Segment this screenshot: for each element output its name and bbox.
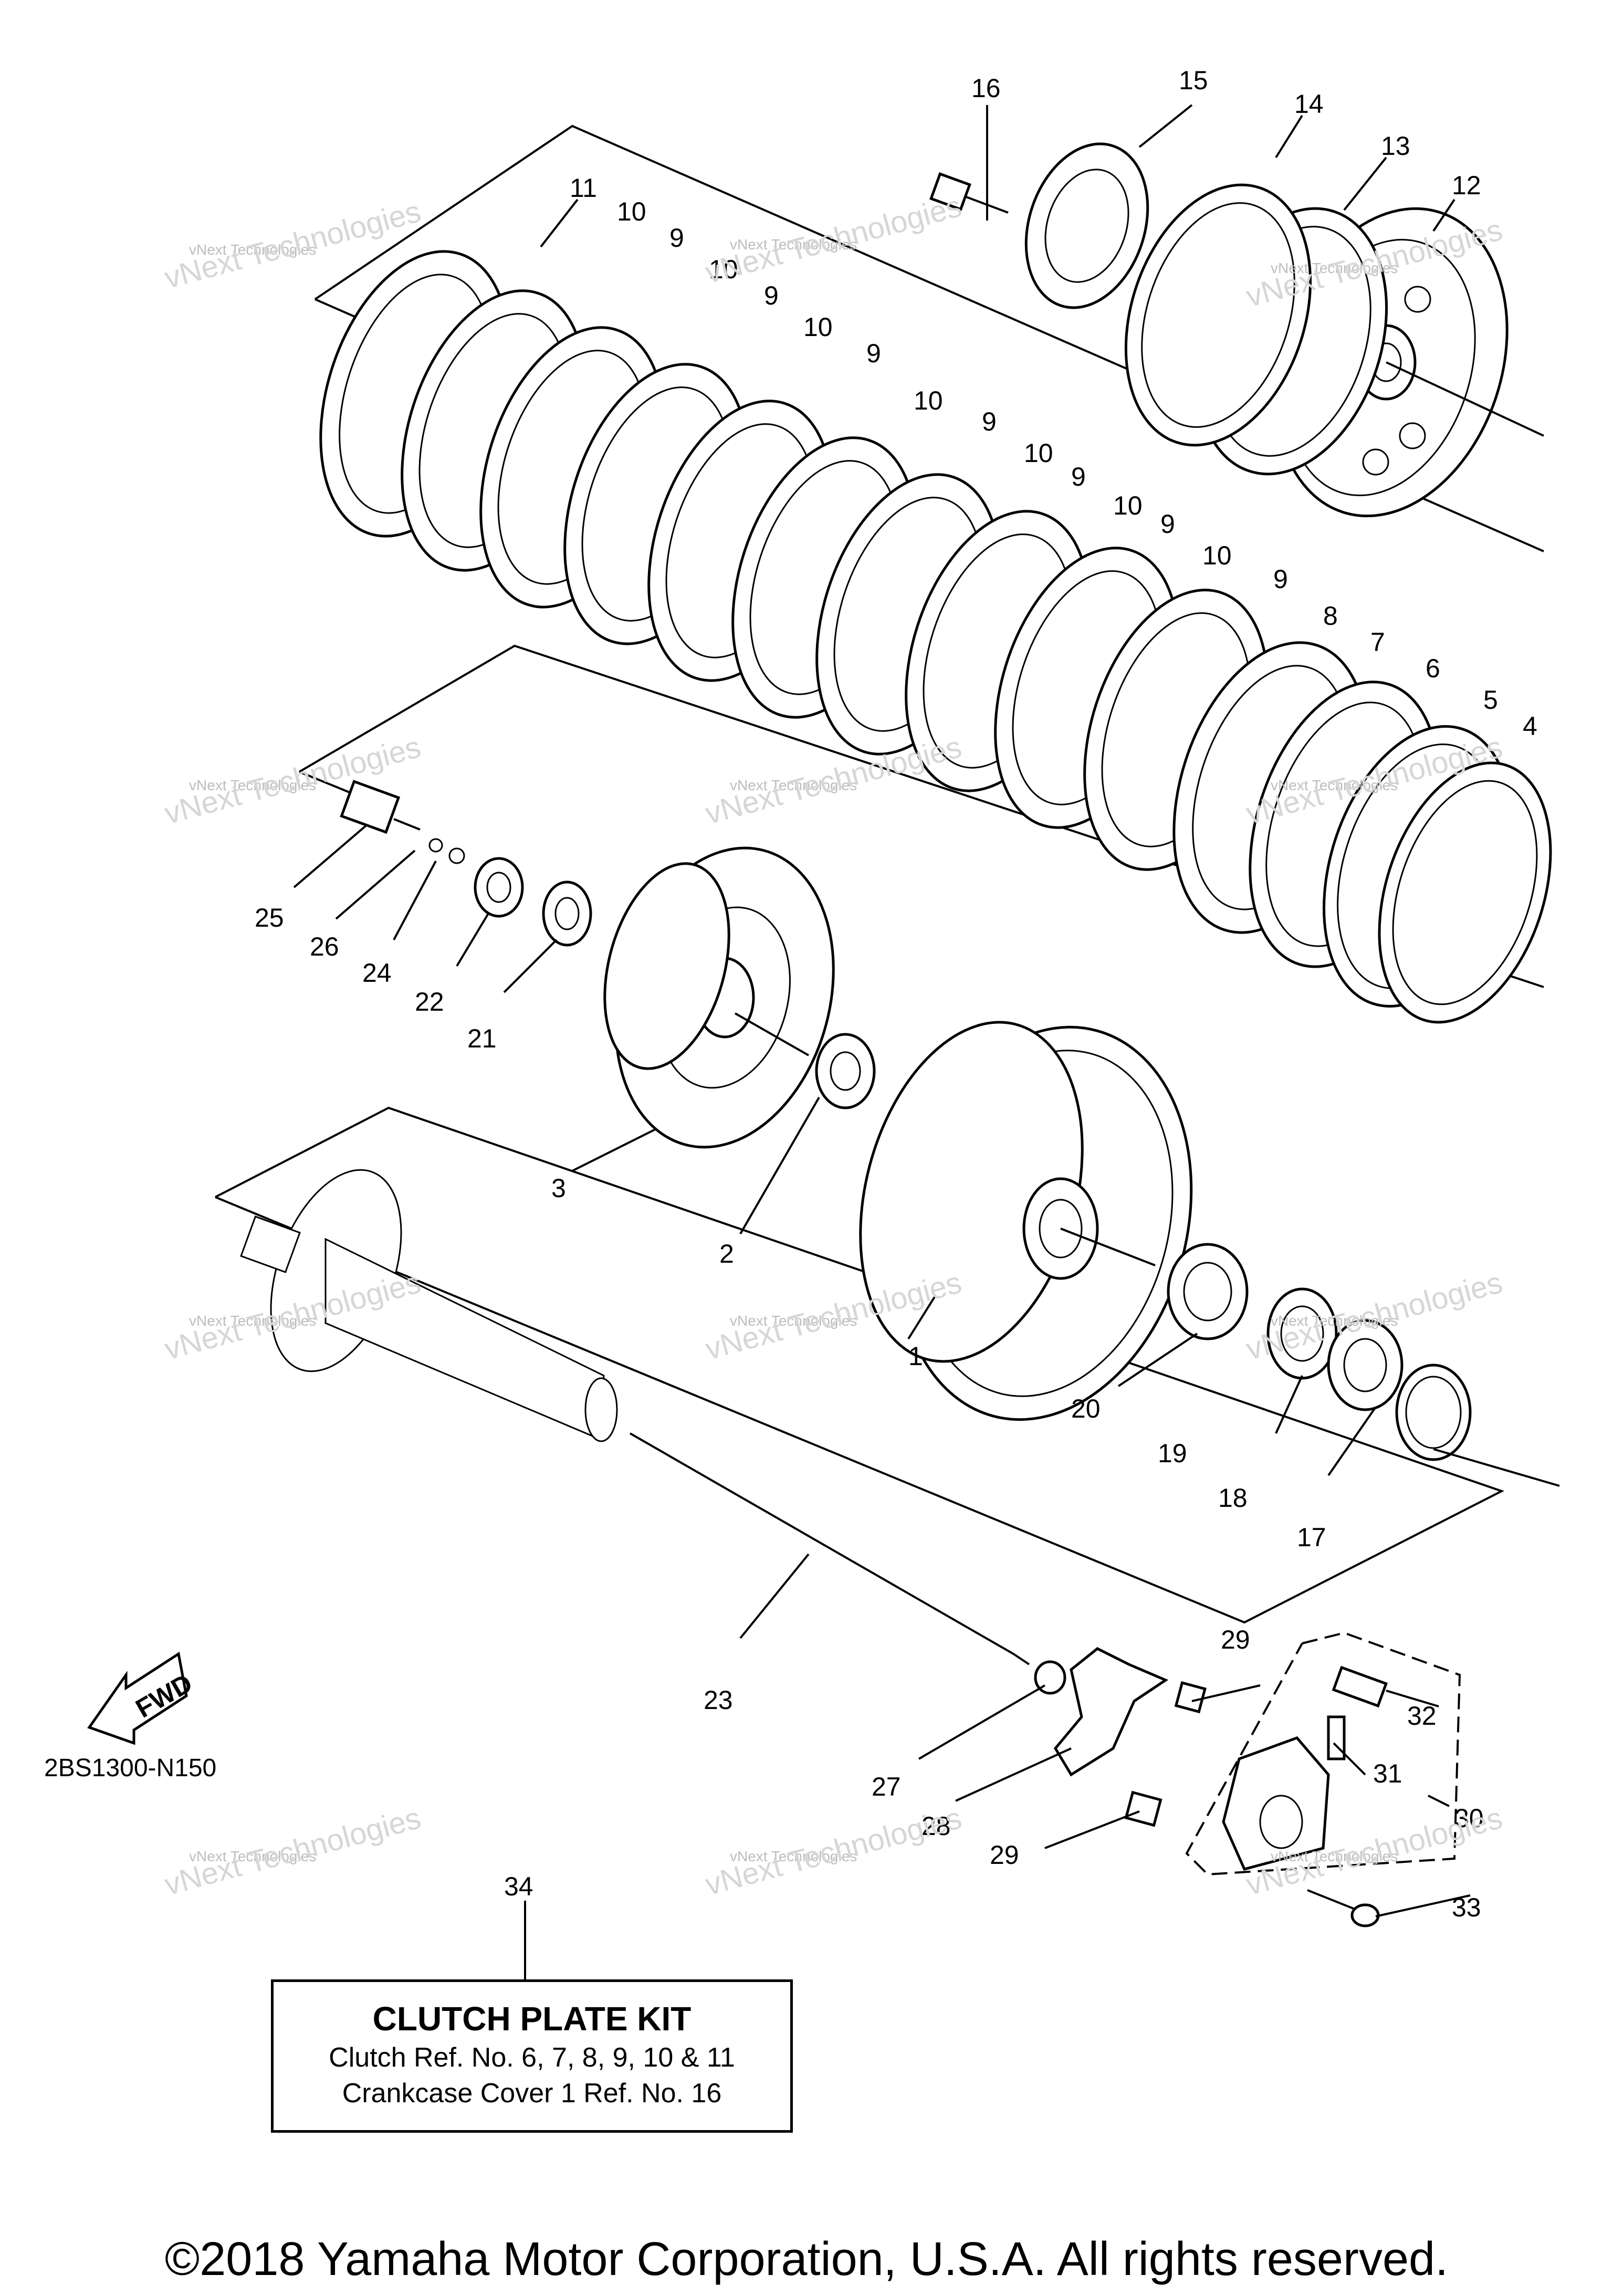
callout-5: 5 bbox=[1483, 685, 1498, 715]
callout-27: 27 bbox=[872, 1772, 901, 1801]
kit-line-2: Crankcase Cover 1 Ref. No. 16 bbox=[342, 2078, 722, 2109]
callout-13: 13 bbox=[1381, 131, 1410, 161]
callout-18: 18 bbox=[1218, 1483, 1248, 1513]
kit-title: CLUTCH PLATE KIT bbox=[372, 2000, 692, 2038]
callout-32: 32 bbox=[1407, 1701, 1437, 1731]
callout-2: 2 bbox=[719, 1239, 734, 1268]
callout-3: 3 bbox=[551, 1173, 566, 1203]
callout-4: 4 bbox=[1523, 711, 1537, 741]
callout-9h: 9 bbox=[764, 281, 779, 310]
callout-1: 1 bbox=[908, 1341, 923, 1371]
lower-group-frame bbox=[215, 1106, 1505, 1624]
callout-21: 21 bbox=[467, 1024, 497, 1053]
callout-9e: 9 bbox=[982, 407, 997, 436]
callout-numbers: 1 2 3 4 5 6 7 8 9 10 9 10 9 10 9 9 10 9 … bbox=[255, 66, 1537, 1922]
callout-14: 14 bbox=[1294, 89, 1324, 119]
callout-16: 16 bbox=[971, 74, 1001, 103]
callout-28: 28 bbox=[921, 1811, 951, 1841]
callout-10c: 10 bbox=[1024, 438, 1053, 468]
callout-29a: 29 bbox=[1221, 1625, 1250, 1654]
forward-direction-arrow: FWD bbox=[87, 1651, 197, 1745]
callout-15: 15 bbox=[1179, 66, 1208, 95]
pressure-plate-assembly bbox=[929, 142, 1544, 518]
callout-9i: 9 bbox=[669, 223, 684, 253]
leader-lines bbox=[293, 104, 1560, 1979]
callout-10f: 10 bbox=[709, 255, 738, 284]
callout-31: 31 bbox=[1373, 1759, 1402, 1788]
callout-8: 8 bbox=[1323, 601, 1338, 631]
clutch-plate-kit-box: CLUTCH PLATE KIT Clutch Ref. No. 6, 7, 8… bbox=[271, 1979, 793, 2133]
callout-11: 11 bbox=[570, 173, 597, 203]
watermark: vNext Technologies bbox=[730, 236, 857, 253]
watermark: vNext Technologies bbox=[1271, 1313, 1398, 1329]
callout-9b: 9 bbox=[1160, 509, 1175, 539]
callout-10e: 10 bbox=[803, 312, 833, 342]
watermark: vNext Technologies bbox=[1271, 777, 1398, 793]
callout-10a: 10 bbox=[1202, 541, 1232, 570]
callout-24: 24 bbox=[362, 958, 392, 988]
watermark: vNext Technologies bbox=[730, 1313, 857, 1329]
watermark: vNext Technologies bbox=[1271, 1848, 1398, 1864]
callout-10d: 10 bbox=[914, 386, 943, 415]
main-axle bbox=[240, 1169, 1030, 1665]
callout-17: 17 bbox=[1297, 1523, 1326, 1552]
callout-9g: 9 bbox=[866, 339, 881, 368]
callout-10g: 10 bbox=[617, 197, 646, 226]
callout-19: 19 bbox=[1158, 1439, 1187, 1468]
callout-25: 25 bbox=[255, 903, 284, 932]
kit-line-1: Clutch Ref. No. 6, 7, 8, 9, 10 & 11 bbox=[329, 2042, 735, 2073]
callout-33: 33 bbox=[1452, 1893, 1481, 1922]
watermark: vNext Technologies bbox=[189, 1848, 316, 1864]
watermark: vNext Technologies bbox=[730, 1848, 857, 1864]
callout-12: 12 bbox=[1452, 171, 1481, 200]
callout-29b: 29 bbox=[990, 1840, 1019, 1870]
watermark: vNext Technologies bbox=[189, 1313, 316, 1329]
copyright-notice: ©2018 Yamaha Motor Corporation, U.S.A. A… bbox=[164, 2233, 1449, 2285]
callout-30: 30 bbox=[1454, 1804, 1484, 1833]
callout-6: 6 bbox=[1426, 654, 1440, 683]
watermark: vNext Technologies bbox=[730, 777, 857, 793]
callout-7: 7 bbox=[1370, 627, 1385, 657]
callout-26: 26 bbox=[310, 932, 339, 961]
callout-20: 20 bbox=[1071, 1394, 1101, 1423]
callout-9a: 9 bbox=[1273, 564, 1288, 594]
clutch-housing bbox=[859, 1021, 1472, 1461]
callout-22: 22 bbox=[415, 987, 444, 1016]
callout-23: 23 bbox=[704, 1685, 733, 1715]
diagram-code: 2BS1300-N150 bbox=[44, 1754, 217, 1782]
clutch-plate-stack bbox=[319, 250, 1552, 1024]
watermark: vNext Technologies bbox=[189, 777, 316, 793]
callout-9c: 9 bbox=[1071, 462, 1086, 491]
callout-34: 34 bbox=[504, 1872, 533, 1901]
callout-10b: 10 bbox=[1113, 491, 1143, 520]
watermark: vNext Technologies bbox=[1271, 260, 1398, 276]
watermark: vNext Technologies bbox=[189, 242, 316, 258]
clutch-boss-assembly bbox=[340, 780, 876, 1149]
release-mechanism bbox=[1034, 1631, 1461, 1927]
